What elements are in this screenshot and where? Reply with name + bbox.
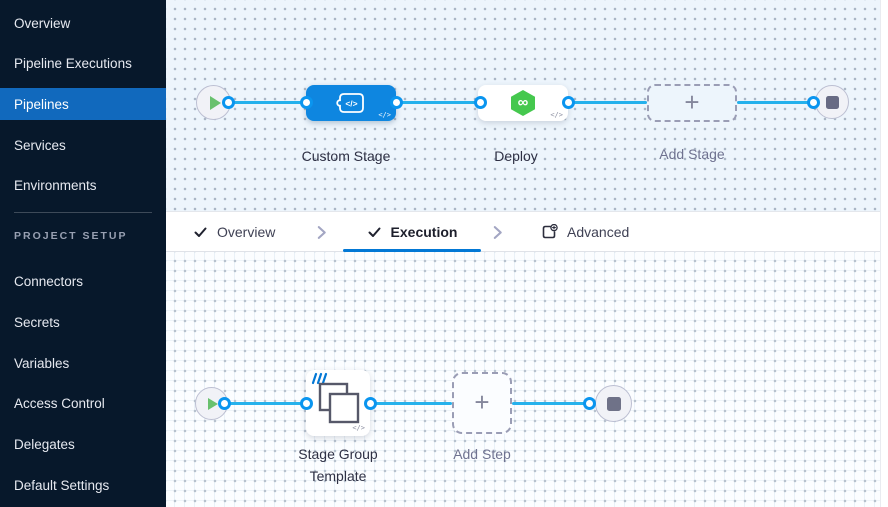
sidebar-item-delegates[interactable]: Delegates [14,437,75,452]
tab-advanced[interactable]: Advanced [541,212,629,251]
flow-edge [512,402,589,405]
tab-label: Execution [390,223,458,240]
pipeline-studio-tabs: Overview Execution Adva [166,211,888,252]
custom-stage-icon: </> [336,93,364,113]
sidebar-setup-list: Connectors Secrets Variables Access Cont… [0,244,166,501]
sidebar-divider [14,211,152,213]
add-step-button[interactable]: + [452,372,512,434]
play-icon [208,397,218,410]
add-step-label[interactable]: Add Step [453,446,511,462]
play-icon [210,95,221,110]
sidebar-item-secrets[interactable]: Secrets [14,314,60,330]
tab-label: Advanced [567,223,630,240]
flow-edge [396,101,480,104]
connector-port[interactable] [806,96,820,109]
chevron-right-icon [317,226,326,239]
connector-port[interactable] [561,96,575,109]
sidebar-item-connectors[interactable]: Connectors [14,274,84,290]
sidebar-item-pipelines[interactable]: Pipelines [0,88,166,121]
active-tab-underline [343,248,481,252]
stage-label-deploy[interactable]: Deploy [494,148,538,164]
flow-edge [737,101,813,104]
step-node-stage-group-template[interactable]: </> [306,370,370,436]
connector-port[interactable] [217,397,231,410]
execution-graph-canvas[interactable]: </> + Stage Group Template Add Step [166,252,888,507]
sidebar-item-environments[interactable]: Environments [14,178,97,194]
chevron-right-icon [493,226,502,239]
code-icon[interactable]: </> [378,111,391,119]
sidebar-section-header: PROJECT SETUP [14,229,128,242]
pipeline-studio: </> </> ∞ </> + Custom Stage [166,0,888,507]
pipeline-end-node[interactable] [815,85,849,119]
scrollbar-gutter[interactable] [880,0,888,507]
stop-icon [606,396,621,411]
svg-text:</>: </> [345,99,357,109]
stage-graph-canvas[interactable]: </> </> ∞ </> + Custom Stage [166,0,888,211]
step-label-stage-group-template[interactable]: Stage Group Template [298,446,378,484]
connector-port[interactable] [473,96,487,109]
advanced-icon [542,223,558,238]
deploy-stage-icon: ∞ [511,90,535,116]
flow-edge [370,402,452,405]
execution-end-node[interactable] [595,385,632,422]
check-icon [368,227,381,237]
plus-icon: + [474,386,490,417]
tab-execution[interactable]: Execution [343,212,481,251]
stop-icon [825,95,839,109]
stage-group-template-icon [311,372,360,424]
code-icon[interactable]: </> [550,111,563,119]
flow-edge [568,101,647,104]
connector-port[interactable] [299,397,313,410]
connector-port[interactable] [363,397,377,410]
flow-edge [226,402,306,405]
stage-node-deploy[interactable]: ∞ </> [478,85,568,121]
sidebar-item-pipeline-executions[interactable]: Pipeline Executions [14,56,132,72]
stage-label-custom-stage[interactable]: Custom Stage [301,148,391,164]
code-icon[interactable]: </> [352,424,365,432]
sidebar-item-services[interactable]: Services [14,137,66,153]
connector-port[interactable] [389,96,403,109]
tab-label: Overview [217,223,276,240]
plus-icon: + [684,86,700,117]
cd-infinity-glyph: ∞ [517,93,529,111]
sidebar: Overview Pipeline Executions Pipelines S… [0,0,166,507]
check-icon [194,227,207,237]
sidebar-nav-list: Overview Pipeline Executions Pipelines S… [0,0,166,202]
flow-edge [228,101,306,104]
stage-node-custom-stage[interactable]: </> </> [306,85,396,121]
tab-overview[interactable]: Overview [193,212,275,251]
connector-port[interactable] [299,96,313,109]
sidebar-item-access-control[interactable]: Access Control [14,396,105,412]
template-badge-icon [311,372,328,385]
connector-port[interactable] [221,96,235,109]
sidebar-item-overview[interactable]: Overview [14,15,71,31]
add-stage-label[interactable]: Add Stage [659,146,725,162]
sidebar-item-variables[interactable]: Variables [14,355,70,371]
connector-port[interactable] [582,397,596,410]
add-stage-button[interactable]: + [647,84,737,122]
sidebar-item-default-settings[interactable]: Default Settings [14,477,110,493]
